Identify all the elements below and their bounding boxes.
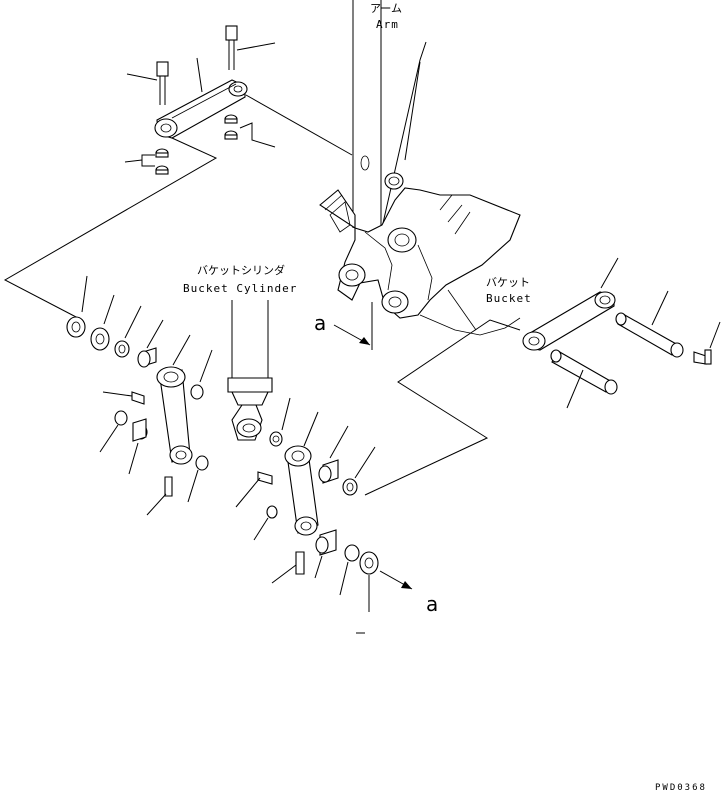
top-link-assembly [3, 25, 353, 319]
bucket-cylinder [227, 300, 273, 441]
drawing-code: PWD0368 [655, 783, 707, 793]
center-link-assembly [235, 397, 379, 634]
bucket-label-jp: バケット [486, 276, 530, 289]
cylinder-label-jp: バケットシリンダ [197, 263, 285, 277]
reference-arrow-bottom [379, 570, 413, 590]
arm-label-jp: アーム [370, 2, 402, 15]
reference-arrow-top [333, 302, 373, 350]
cylinder-label-en: Bucket Cylinder [183, 282, 297, 295]
bucket-label-en: Bucket [486, 292, 532, 305]
bucket-bracket [319, 187, 521, 336]
bucket-side-link-and-pins [364, 257, 721, 496]
arm [352, 0, 427, 233]
reference-label-a-top: a [314, 311, 326, 335]
reference-label-a-bottom: a [426, 592, 438, 616]
arm-label-en: Arm [376, 18, 399, 31]
left-link-assembly [66, 275, 213, 516]
